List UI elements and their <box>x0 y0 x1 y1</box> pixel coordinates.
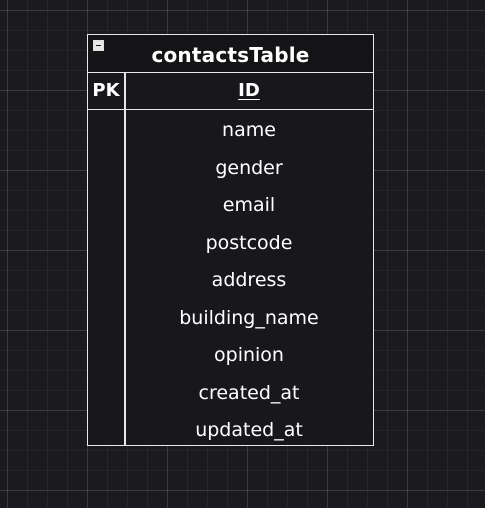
field-row[interactable]: address <box>211 269 287 291</box>
key-column-divider <box>124 73 126 445</box>
field-row[interactable]: name <box>222 119 276 141</box>
entity-title: contactsTable <box>151 43 310 67</box>
field-row[interactable]: gender <box>215 156 283 179</box>
field-row[interactable]: updated_at <box>195 419 303 441</box>
field-row[interactable]: building_name <box>179 306 319 329</box>
primary-key-row[interactable]: PK ID <box>88 73 373 110</box>
field-list: name gender email postcode address build… <box>125 119 373 457</box>
field-row[interactable]: postcode <box>205 231 293 254</box>
entity-header: contactsTable <box>88 35 373 73</box>
field-row[interactable]: email <box>222 194 276 216</box>
field-row[interactable]: opinion <box>214 344 284 366</box>
field-row[interactable]: created_at <box>198 381 300 404</box>
pk-field-name: ID <box>238 80 260 101</box>
entity-table[interactable]: contactsTable PK ID name gender email po… <box>87 34 374 446</box>
pk-label: PK <box>92 80 120 101</box>
collapse-icon[interactable] <box>93 40 104 51</box>
